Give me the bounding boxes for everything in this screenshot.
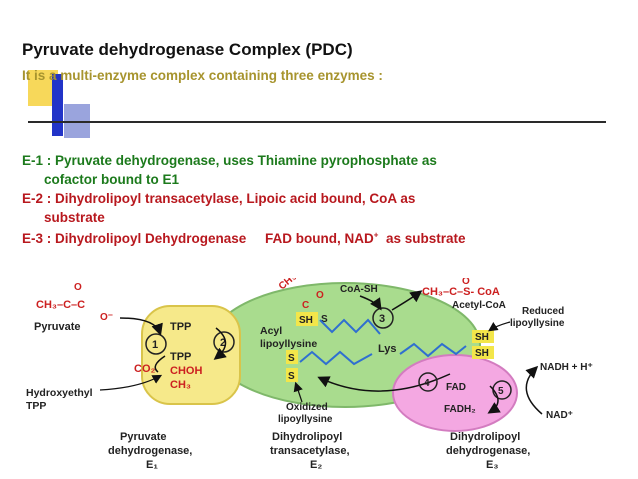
ch3-e1: CH₃ — [170, 379, 191, 391]
tpp-top: TPP — [170, 321, 191, 333]
reduced-line-1: Reduced — [522, 306, 564, 317]
step-1-label: 1 — [152, 339, 158, 351]
e1-line-2: cofactor bound to E1 — [44, 172, 179, 187]
hydroxyethyl-line-2: TPP — [26, 400, 46, 412]
acetyl-coa: Acetyl-CoA — [452, 300, 506, 311]
lipoyl-chain-lower — [299, 350, 373, 366]
decor-divider-line — [28, 121, 606, 123]
decor-blue-bar — [52, 74, 63, 136]
pyruvate-o-top: O — [74, 282, 82, 293]
label-e1-line-2: dehydrogenase, — [108, 445, 192, 457]
arrow-hydroxyethyl-pointer — [99, 374, 163, 391]
s2: S — [288, 371, 295, 382]
e3-line-prefix: E-3 : Dihydrolipoyl Dehydrogenase FAD bo… — [22, 231, 374, 246]
label-e3-line-2: dehydrogenase, — [446, 445, 530, 457]
label-e1-line-3: E₁ — [146, 459, 158, 471]
step-3-circle — [372, 307, 394, 329]
e1-line-1: E-1 : Pyruvate dehydrogenase, uses Thiam… — [22, 153, 437, 168]
pyruvate-o-right: O⁻ — [100, 312, 113, 323]
arrow-e3-loop — [487, 385, 501, 414]
sh-left-box — [296, 312, 318, 326]
label-e1-line-1: Pyruvate — [120, 431, 166, 443]
arrow-e2-cycle — [317, 373, 451, 392]
arrow-pyruvate-in — [119, 317, 163, 336]
e3-line-suffix: as substrate — [378, 231, 466, 246]
label-e3-line-3: E₃ — [486, 459, 498, 471]
pdc-reaction-diagram: O CH₃–C–C O⁻ Pyruvate TPP TPP CHOH CH₃ C… — [26, 278, 593, 471]
e3-line: E-3 : Dihydrolipoyl Dehydrogenase FAD bo… — [22, 231, 466, 246]
s1: S — [288, 353, 295, 364]
tpp-mid: TPP — [170, 351, 191, 363]
nadh: NADH + H⁺ — [540, 362, 593, 373]
coa-sh: CoA-SH — [340, 284, 378, 295]
sh1: SH — [475, 332, 489, 343]
e2-line-2: substrate — [44, 210, 105, 225]
acetyl-o: O — [462, 278, 470, 287]
sh-left: SH — [299, 315, 313, 326]
sh1-box — [472, 330, 494, 343]
sh2: SH — [475, 348, 489, 359]
acyl-line-1: Acyl — [260, 325, 282, 337]
reduced-line-2: lipoyllysine — [510, 318, 565, 329]
arrow-co2-out — [154, 355, 166, 373]
arrow-acetyl-out — [391, 290, 423, 311]
sh2-box — [472, 346, 494, 359]
step-5-label: 5 — [498, 386, 504, 397]
step-3-label: 3 — [379, 313, 385, 325]
arrow-reduced-pointer — [488, 321, 511, 332]
lipoyl-chain-reduced — [399, 342, 467, 358]
nad: NAD⁺ — [546, 410, 573, 421]
label-e2-line-3: E₂ — [310, 459, 322, 471]
arrow-nad-cycle — [525, 365, 543, 415]
acetyl-formula: CH₃–C–S- CoA — [422, 286, 500, 298]
c-top: C — [302, 300, 309, 311]
step-4-circle — [418, 372, 438, 392]
step-4-label: 4 — [424, 378, 430, 389]
e2-line-1: E-2 : Dihydrolipoyl transacetylase, Lipo… — [22, 191, 416, 206]
lys: Lys — [378, 343, 397, 355]
acyl-line-2: lipoyllysine — [260, 338, 317, 350]
pyruvate-formula: CH₃–C–C — [36, 299, 85, 311]
slide-title: Pyruvate dehydrogenase Complex (PDC) — [22, 40, 353, 59]
lipoyl-chain-upper — [319, 318, 381, 335]
s1-box — [286, 350, 298, 364]
fadh2: FADH₂ — [444, 404, 476, 415]
arrow-e1-loop — [213, 327, 227, 360]
label-e3-line-1: Dihydrolipoyl — [450, 431, 520, 443]
arrow-oxidized-pointer — [293, 381, 303, 403]
pyruvate-label: Pyruvate — [34, 321, 80, 333]
oxidized-line-1: Oxidized — [286, 402, 328, 413]
co2: CO₂ — [134, 363, 156, 375]
o-top: O — [316, 290, 324, 301]
choh: CHOH — [170, 365, 202, 377]
s-left: S — [321, 314, 328, 325]
label-e2-line-2: transacetylase, — [270, 445, 350, 457]
arrow-coa-in — [359, 295, 382, 311]
label-e2-line-1: Dihydrolipoyl — [272, 431, 342, 443]
s2-box — [286, 368, 298, 382]
slide-subtitle: It is a multi-enzyme complex containing … — [22, 68, 383, 83]
hydroxyethyl-line-1: Hydroxyethyl — [26, 387, 93, 399]
e1-blob — [141, 305, 241, 405]
fad: FAD — [446, 382, 466, 393]
e3-line-sup: + — [373, 230, 379, 240]
step-2-label: 2 — [220, 337, 226, 349]
oxidized-line-2: lipoyllysine — [278, 414, 333, 425]
